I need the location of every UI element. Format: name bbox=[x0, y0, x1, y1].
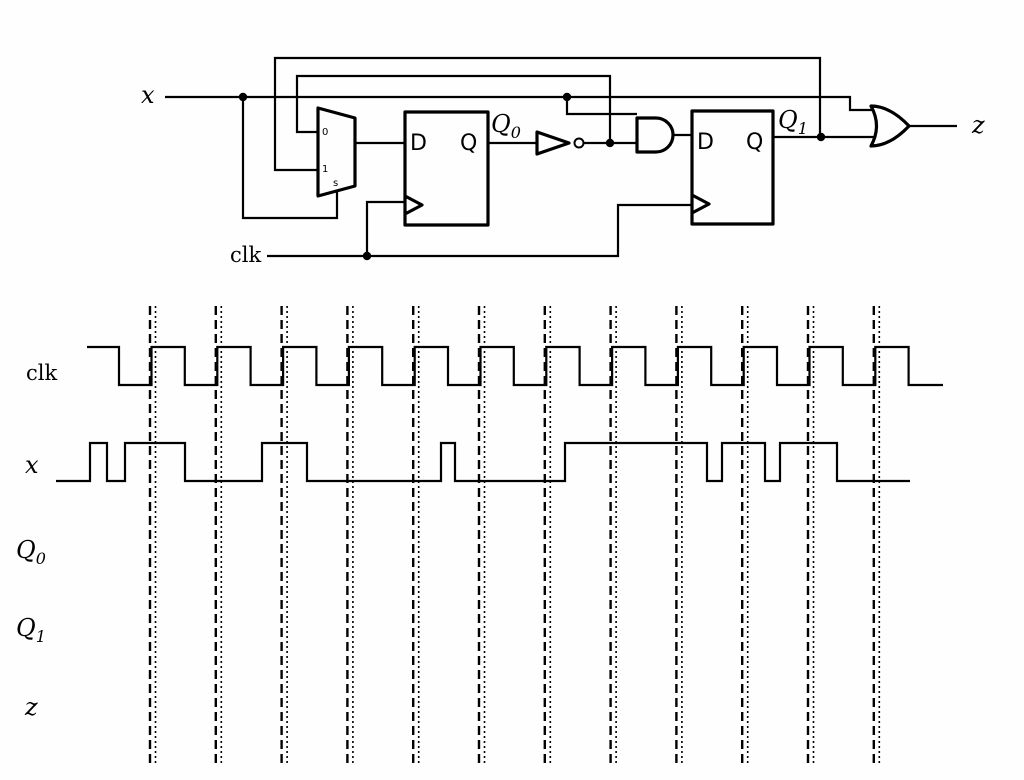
flip-flop-0 bbox=[403, 110, 490, 227]
and-gate bbox=[635, 116, 675, 154]
inverter bbox=[535, 130, 571, 156]
timing-label-z: z bbox=[24, 693, 38, 721]
timing-label-q0: Q0 bbox=[16, 536, 46, 568]
clock-edge-guides bbox=[148, 306, 881, 765]
mux bbox=[316, 106, 357, 198]
x-waveform bbox=[56, 441, 910, 483]
or-gate bbox=[869, 104, 911, 148]
ff0-d-label: D bbox=[410, 131, 427, 156]
timing-diagram: clk x Q0 Q1 z bbox=[16, 306, 943, 765]
wire-q0n-feedback bbox=[295, 74, 612, 143]
wire-x-to-and bbox=[565, 97, 637, 116]
clk-input-label: clk bbox=[230, 243, 261, 267]
ff1-d-label: D bbox=[697, 130, 714, 155]
junction-q0n bbox=[605, 138, 615, 148]
wire-clk bbox=[267, 203, 692, 258]
wire-x-to-select bbox=[241, 97, 339, 220]
ff0-q-label: Q bbox=[460, 131, 477, 156]
mux-select-label: s bbox=[333, 178, 338, 189]
wire-x-main bbox=[165, 95, 874, 112]
timing-label-x: x bbox=[25, 451, 39, 479]
ff1-clock-triangle bbox=[691, 193, 711, 215]
wire-clk-to-ff0 bbox=[365, 200, 405, 256]
timing-label-q1: Q1 bbox=[16, 614, 46, 646]
q1-output-label: Q1 bbox=[778, 106, 808, 138]
inverter-bubble bbox=[573, 137, 585, 149]
output-z-label: z bbox=[971, 111, 985, 139]
junction-clk bbox=[362, 251, 372, 261]
input-x-label: x bbox=[141, 81, 155, 109]
ff1-q-label: Q bbox=[746, 130, 763, 155]
mux-in1-label: 1 bbox=[322, 164, 328, 175]
clk-waveform bbox=[87, 345, 943, 387]
timing-label-clk: clk bbox=[26, 361, 57, 385]
mux-in0-label: 0 bbox=[322, 127, 328, 138]
ff0-clock-triangle bbox=[404, 194, 424, 216]
wire-q1-feedback bbox=[273, 56, 822, 172]
junction-q1 bbox=[816, 132, 826, 142]
q0-output-label: Q0 bbox=[491, 110, 521, 142]
circuit-schematic: x 0 1 s D Q Q0 D Q bbox=[141, 56, 985, 267]
flip-flop-1 bbox=[690, 109, 775, 226]
